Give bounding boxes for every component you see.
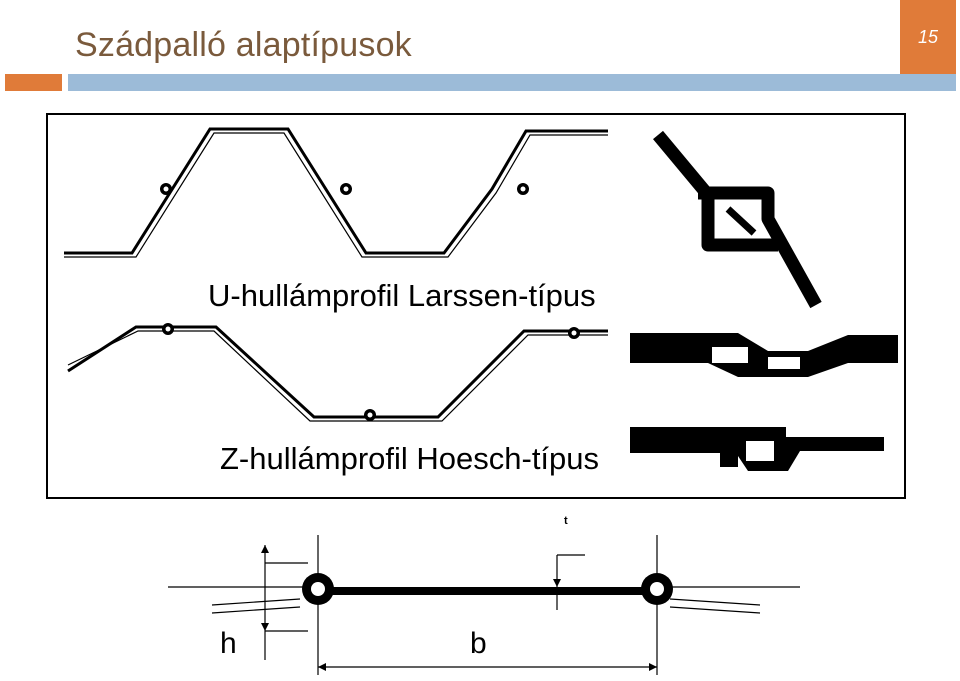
profile-types-figure: U-hullámprofil Larssen-típus Z-hullámpro… (46, 113, 906, 499)
web-plate (328, 587, 646, 595)
z-profile-caption: Z-hullámprofil Hoesch-típus (220, 441, 600, 476)
u-profile-drawing (64, 127, 608, 258)
z-profile-locks (162, 323, 580, 421)
title-bar-accent-main (68, 74, 956, 91)
z-profile-drawing (67, 325, 608, 422)
page-number-box: 15 (900, 0, 956, 74)
thickness-label: t (564, 515, 568, 527)
page-number: 15 (917, 26, 939, 47)
straight-sheet-pile-drawing: t h b (160, 515, 810, 681)
u-profile-caption: U-hullámprofil Larssen-típus (208, 278, 596, 313)
slide-title: Szádpalló alaptípusok (75, 26, 412, 64)
straight-pile-section (168, 535, 800, 675)
u-profile-locks (160, 183, 529, 195)
width-label: b (470, 627, 487, 660)
title-bar-accent-left (5, 74, 62, 91)
larssen-lock-detail (653, 130, 822, 309)
profile-drawings (64, 127, 898, 471)
height-label: h (220, 627, 237, 660)
hoesch-lock-detail (630, 427, 884, 471)
larssen-flat-lock-detail (630, 333, 898, 377)
